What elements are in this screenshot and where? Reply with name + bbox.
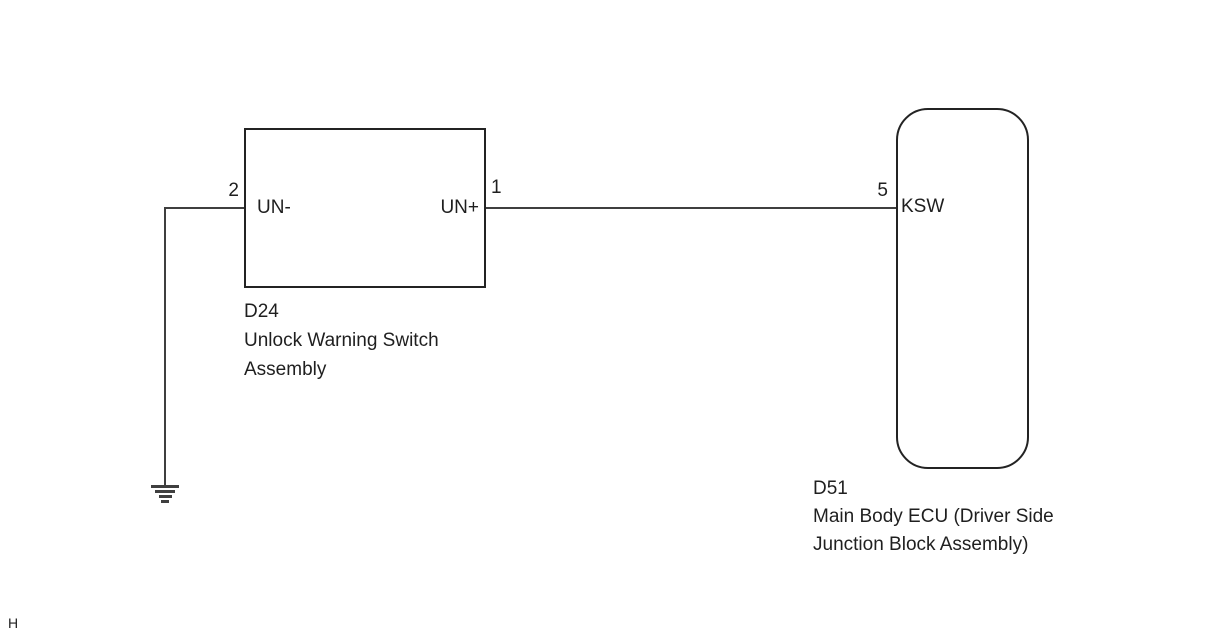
d51-name-line1: Main Body ECU (Driver Side: [813, 506, 1054, 527]
ground-bar: [158, 495, 172, 498]
d24-pin-label-un-minus: UN-: [257, 197, 291, 218]
d24-name-line2: Assembly: [244, 359, 327, 380]
ground-bar: [151, 485, 179, 488]
d51-code: D51: [813, 478, 848, 499]
wire-un-minus-horizontal: [164, 207, 244, 209]
ground-bar: [155, 490, 175, 493]
wire-un-minus-vertical: [164, 207, 166, 485]
wire-un-plus-to-ksw: [486, 207, 896, 209]
d24-pin-2-number: 2: [228, 180, 239, 201]
d51-pin-5-number: 5: [877, 180, 888, 201]
d51-name-line2: Junction Block Assembly): [813, 534, 1029, 555]
ground-bar: [161, 500, 169, 503]
d24-code: D24: [244, 301, 279, 322]
d24-pin-1-number: 1: [491, 177, 502, 198]
d51-pin-label-ksw: KSW: [901, 196, 945, 217]
d24-caption: D24 Unlock Warning Switch Assembly: [244, 297, 439, 384]
ground-icon: [151, 485, 179, 504]
d24-component-box: [244, 128, 486, 288]
d51-component-box: [896, 108, 1029, 469]
d24-name-line1: Unlock Warning Switch: [244, 330, 439, 351]
d24-pin-label-un-plus: UN+: [440, 197, 479, 218]
d51-caption: D51 Main Body ECU (Driver Side Junction …: [813, 475, 1054, 559]
page-marker: H: [8, 615, 19, 631]
